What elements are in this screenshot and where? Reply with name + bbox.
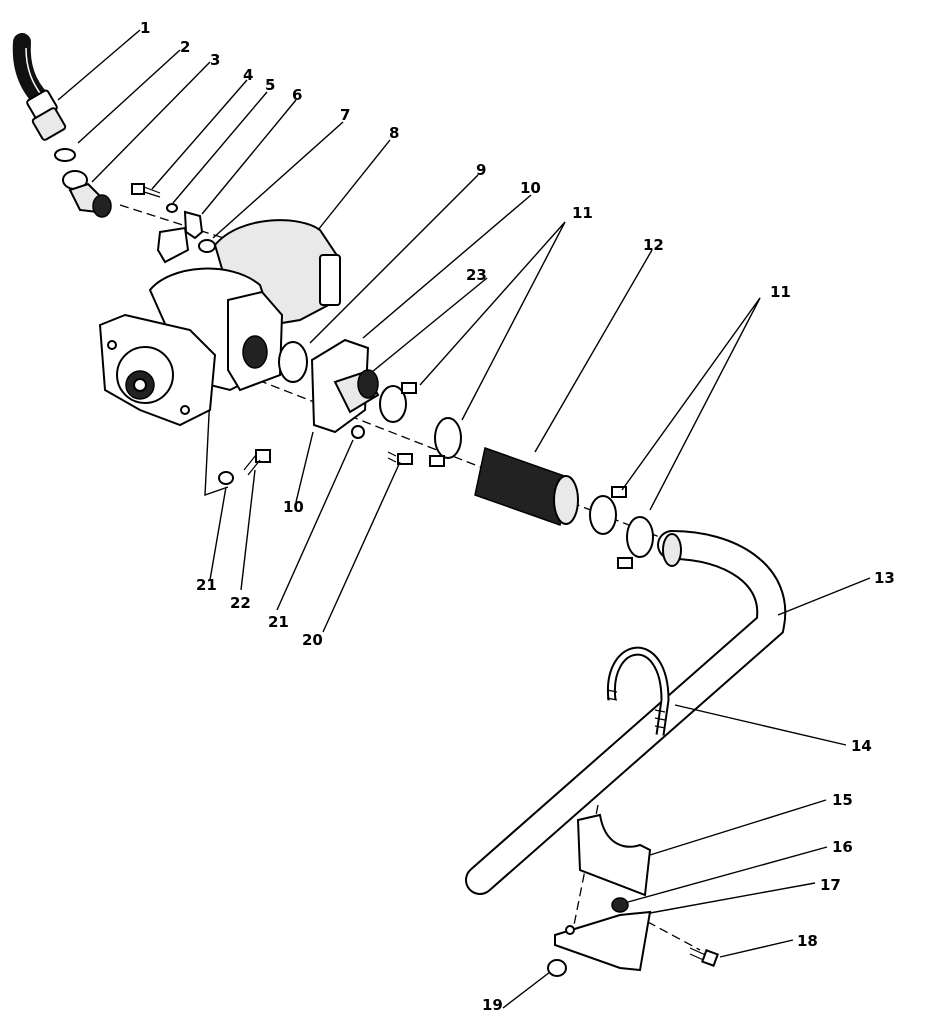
callout-9: 9 [476, 161, 486, 179]
mounting-bracket-17 [554, 910, 652, 972]
washer-5 [166, 203, 178, 213]
callout-4: 4 [243, 66, 253, 84]
callout-3: 3 [210, 51, 220, 69]
callout-21-mid: 21 [268, 613, 289, 631]
bracket-hole [565, 925, 575, 935]
leader-lines [57, 29, 871, 1009]
callout-22: 22 [230, 594, 251, 612]
callout-6: 6 [292, 86, 302, 104]
callout-12: 12 [643, 236, 664, 254]
tube-adapter-23 [333, 369, 380, 414]
split-flange-6 [183, 210, 204, 240]
nut-16 [611, 897, 629, 913]
callout-18: 18 [797, 932, 818, 950]
callout-13: 13 [874, 569, 895, 587]
callout-17: 17 [820, 876, 841, 894]
hose-clamp-11d [617, 516, 654, 569]
o-ring-2 [54, 148, 76, 162]
assembly-axis-bracket [569, 804, 599, 946]
callout-10-lower: 10 [283, 498, 304, 516]
callout-21-left: 21 [196, 576, 217, 594]
saddle-block-15 [576, 813, 652, 897]
callout-11-left: 11 [572, 204, 593, 222]
callout-14: 14 [851, 737, 872, 755]
o-ring-9 [278, 341, 308, 383]
lock-washer-21a [218, 471, 234, 485]
callout-bracket-21-22 [204, 394, 229, 497]
hose-assembly [12, 33, 67, 141]
elbow-fitting [62, 170, 112, 218]
callout-15: 15 [832, 791, 853, 809]
o-ring-7 [198, 239, 216, 253]
split-flange-7 [156, 226, 190, 264]
hose-sleeve-12 [474, 447, 579, 526]
assembly-axis-upper [119, 204, 231, 241]
callout-5: 5 [265, 76, 275, 94]
bolt-20 [387, 451, 413, 465]
callout-23: 23 [466, 266, 487, 284]
callout-11-right: 11 [770, 283, 791, 301]
assembly-axis-bolt [634, 914, 701, 951]
callout-8: 8 [389, 124, 399, 142]
callout-1: 1 [140, 19, 150, 37]
nut-19 [547, 959, 567, 977]
callout-2: 2 [180, 38, 190, 56]
suction-tube-13 [465, 530, 787, 895]
lock-washer-21b [351, 425, 365, 439]
bolt-22 [243, 449, 271, 476]
callout-19: 19 [482, 996, 503, 1014]
callout-16: 16 [832, 838, 853, 856]
callout-7: 7 [340, 106, 350, 124]
hose-clamp-11c [589, 486, 627, 535]
callout-20: 20 [302, 631, 323, 649]
callout-10-upper: 10 [520, 179, 541, 197]
hose-clamp-11a [379, 382, 417, 423]
bolt-18 [689, 947, 719, 967]
u-bolt-14 [606, 646, 670, 736]
bolt-4 [131, 183, 161, 198]
hose-clamp-11b [429, 417, 462, 467]
gear-pump [98, 219, 342, 427]
